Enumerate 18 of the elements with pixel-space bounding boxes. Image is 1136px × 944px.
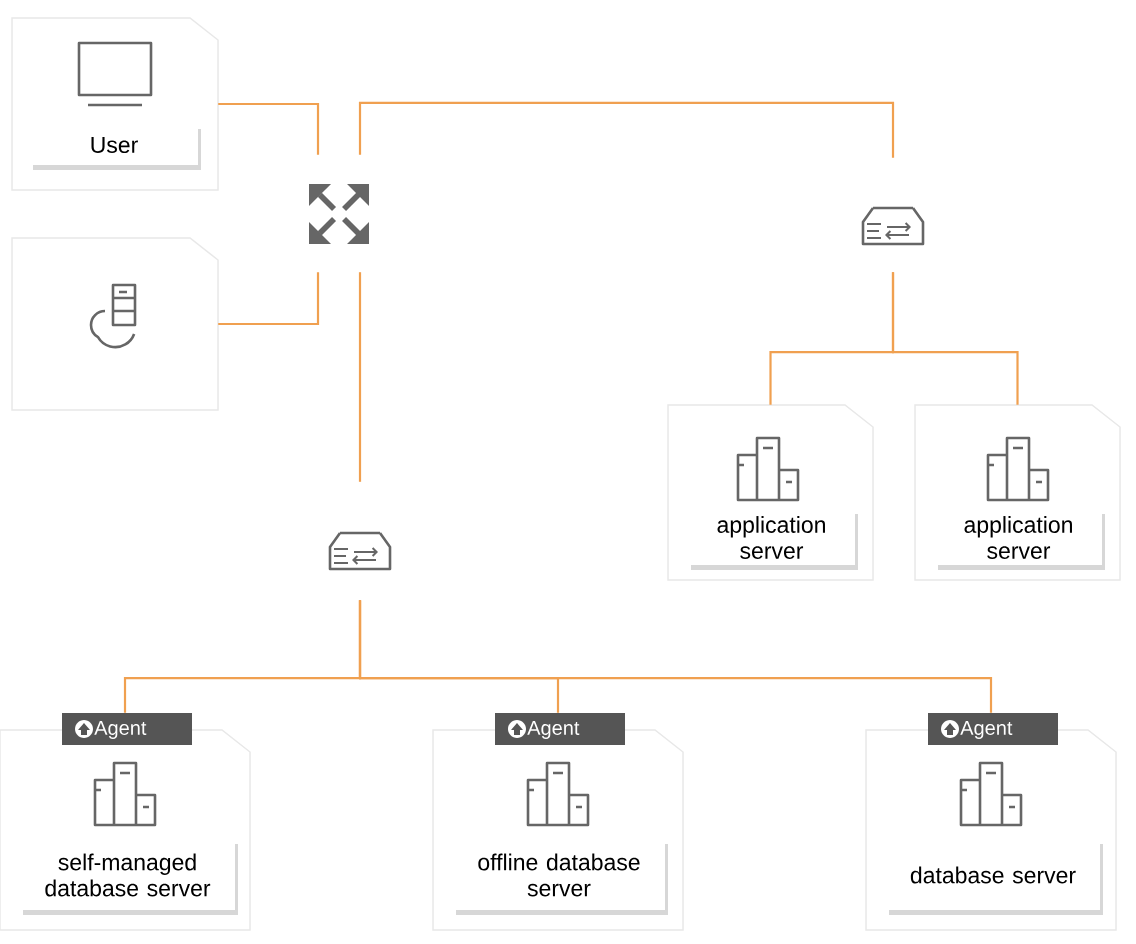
connector-line xyxy=(218,272,320,326)
label-box: application server xyxy=(935,510,1105,570)
label-box: User xyxy=(30,125,201,170)
label-box: self-managed database server xyxy=(20,840,238,915)
load-balancer-icon xyxy=(861,206,925,246)
connector-line xyxy=(891,272,1019,405)
agent-tag: Agent xyxy=(928,713,1058,745)
label-box: offline database server xyxy=(453,840,668,915)
connector-line xyxy=(218,102,320,155)
switch-icon xyxy=(309,184,369,244)
agent-tag: Agent xyxy=(62,713,192,745)
connector-line xyxy=(358,272,362,482)
connector-line xyxy=(358,101,895,158)
agent-tag: Agent xyxy=(495,713,625,745)
label-box: database server xyxy=(886,840,1103,915)
label-box: application server xyxy=(688,510,858,570)
connector-line xyxy=(358,600,993,713)
load-balancer-icon xyxy=(328,531,392,571)
